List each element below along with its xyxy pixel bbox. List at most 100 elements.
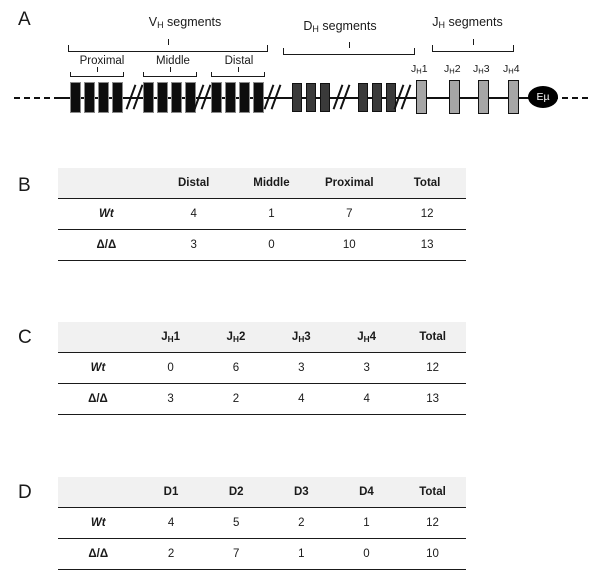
vh-subbracket-middle xyxy=(143,67,197,77)
jh2-label: JH2 xyxy=(444,63,461,76)
vh-subgroup-label-distal: Distal xyxy=(224,55,254,67)
d-segment-box xyxy=(372,83,382,112)
table-row: Δ/Δ 2 7 1 0 10 xyxy=(58,538,466,570)
row-label-wt: Wt xyxy=(58,507,139,539)
cell-wt-total: 12 xyxy=(399,352,466,384)
cell-delta-d2: 7 xyxy=(203,538,269,570)
column-header-blank xyxy=(58,477,139,508)
cell-delta-total: 10 xyxy=(399,538,466,570)
d-segment-box xyxy=(358,83,368,112)
row-label-wt: Wt xyxy=(58,352,138,384)
column-header-d2: D2 xyxy=(203,477,269,508)
vh-bracket xyxy=(68,39,268,52)
cell-delta-jh1: 3 xyxy=(137,383,204,415)
column-header-jh1: JH1 xyxy=(137,322,204,353)
column-header-total: Total xyxy=(399,477,466,508)
table-row: Δ/Δ 3 0 10 13 xyxy=(58,229,466,261)
table-row: Wt 0 6 3 3 12 xyxy=(58,352,466,384)
column-header-jh4: JH4 xyxy=(333,322,400,353)
cell-wt-middle: 1 xyxy=(232,198,311,230)
row-label-wt: Wt xyxy=(58,198,155,230)
cell-delta-middle: 0 xyxy=(232,229,311,261)
cell-delta-jh3: 4 xyxy=(268,383,334,415)
jh-segments-label: JH segments xyxy=(432,15,503,30)
panel-c-table: JH1 JH2 JH3 JH4 Total Wt 0 6 3 3 12 Δ/Δ … xyxy=(58,322,466,415)
cell-wt-d4: 1 xyxy=(333,507,400,539)
j-segment-box-jh1 xyxy=(416,80,427,114)
vh-subgroup-label-proximal: Proximal xyxy=(79,55,125,67)
cell-wt-d1: 4 xyxy=(138,507,204,539)
v-segment-box xyxy=(70,82,81,113)
column-header-d3: D3 xyxy=(268,477,334,508)
cell-delta-jh2: 2 xyxy=(203,383,269,415)
v-segment-box xyxy=(253,82,264,113)
cell-wt-total: 12 xyxy=(399,507,466,539)
v-segment-box xyxy=(239,82,250,113)
cell-delta-total: 13 xyxy=(399,383,466,415)
column-header-jh3: JH3 xyxy=(268,322,334,353)
jh3-label: JH3 xyxy=(473,63,490,76)
column-header-blank xyxy=(58,168,155,199)
panel-d-table: D1 D2 D3 D4 Total Wt 4 5 2 1 12 Δ/Δ 2 7 … xyxy=(58,477,466,570)
table-header-row: Distal Middle Proximal Total xyxy=(58,168,466,199)
jh1-label: JH1 xyxy=(411,63,428,76)
j-segment-box-jh4 xyxy=(508,80,519,114)
cell-wt-d2: 5 xyxy=(203,507,269,539)
column-header-d1: D1 xyxy=(138,477,204,508)
d-segment-box xyxy=(306,83,316,112)
vh-subbracket-proximal xyxy=(70,67,124,77)
v-segment-box xyxy=(112,82,123,113)
table-row: Δ/Δ 3 2 4 4 13 xyxy=(58,383,466,415)
v-segment-box xyxy=(225,82,236,113)
cell-wt-jh4: 3 xyxy=(333,352,400,384)
cell-delta-distal: 3 xyxy=(154,229,233,261)
row-label-delta: Δ/Δ xyxy=(58,383,138,415)
column-header-d4: D4 xyxy=(333,477,400,508)
panel-b-table: Distal Middle Proximal Total Wt 4 1 7 12… xyxy=(58,168,466,261)
dh-segments-label: DH segments xyxy=(303,19,377,34)
v-segment-box xyxy=(98,82,109,113)
cell-wt-distal: 4 xyxy=(154,198,233,230)
v-segment-box xyxy=(84,82,95,113)
cell-wt-d3: 2 xyxy=(268,507,334,539)
panel-letter-b: B xyxy=(18,175,31,196)
row-label-delta: Δ/Δ xyxy=(58,229,155,261)
j-segment-box-jh3 xyxy=(478,80,489,114)
vh-segments-label: VH segments xyxy=(148,15,222,30)
column-header-distal: Distal xyxy=(154,168,233,199)
column-header-jh2: JH2 xyxy=(203,322,269,353)
cell-delta-jh4: 4 xyxy=(333,383,400,415)
jh4-label: JH4 xyxy=(503,63,520,76)
panel-a-locus-diagram: A VH segments DH segments JH segments Pr… xyxy=(0,0,600,150)
column-header-middle: Middle xyxy=(232,168,311,199)
column-header-total: Total xyxy=(388,168,466,199)
table-row: Wt 4 1 7 12 xyxy=(58,198,466,230)
v-segment-box xyxy=(143,82,154,113)
cell-wt-jh1: 0 xyxy=(137,352,204,384)
cell-wt-total: 12 xyxy=(388,198,466,230)
jh-bracket xyxy=(432,39,514,52)
column-header-proximal: Proximal xyxy=(310,168,389,199)
v-segment-box xyxy=(185,82,196,113)
row-label-delta: Δ/Δ xyxy=(58,538,139,570)
panel-letter-a: A xyxy=(18,9,31,30)
cell-delta-proximal: 10 xyxy=(310,229,389,261)
d-segment-box xyxy=(386,83,396,112)
dh-bracket xyxy=(283,42,415,55)
v-segment-box xyxy=(157,82,168,113)
panel-letter-c: C xyxy=(18,327,32,348)
v-segment-box xyxy=(171,82,182,113)
table-row: Wt 4 5 2 1 12 xyxy=(58,507,466,539)
j-segment-box-jh2 xyxy=(449,80,460,114)
column-header-blank xyxy=(58,322,138,353)
d-segment-box xyxy=(292,83,302,112)
table-header-row: D1 D2 D3 D4 Total xyxy=(58,477,466,508)
cell-wt-proximal: 7 xyxy=(310,198,389,230)
column-header-total: Total xyxy=(399,322,466,353)
locus-line-left-dash xyxy=(14,97,60,99)
cell-delta-total: 13 xyxy=(388,229,466,261)
v-segment-box xyxy=(211,82,222,113)
vh-subgroup-label-middle: Middle xyxy=(156,55,190,67)
cell-delta-d4: 0 xyxy=(333,538,400,570)
cell-wt-jh2: 6 xyxy=(203,352,269,384)
